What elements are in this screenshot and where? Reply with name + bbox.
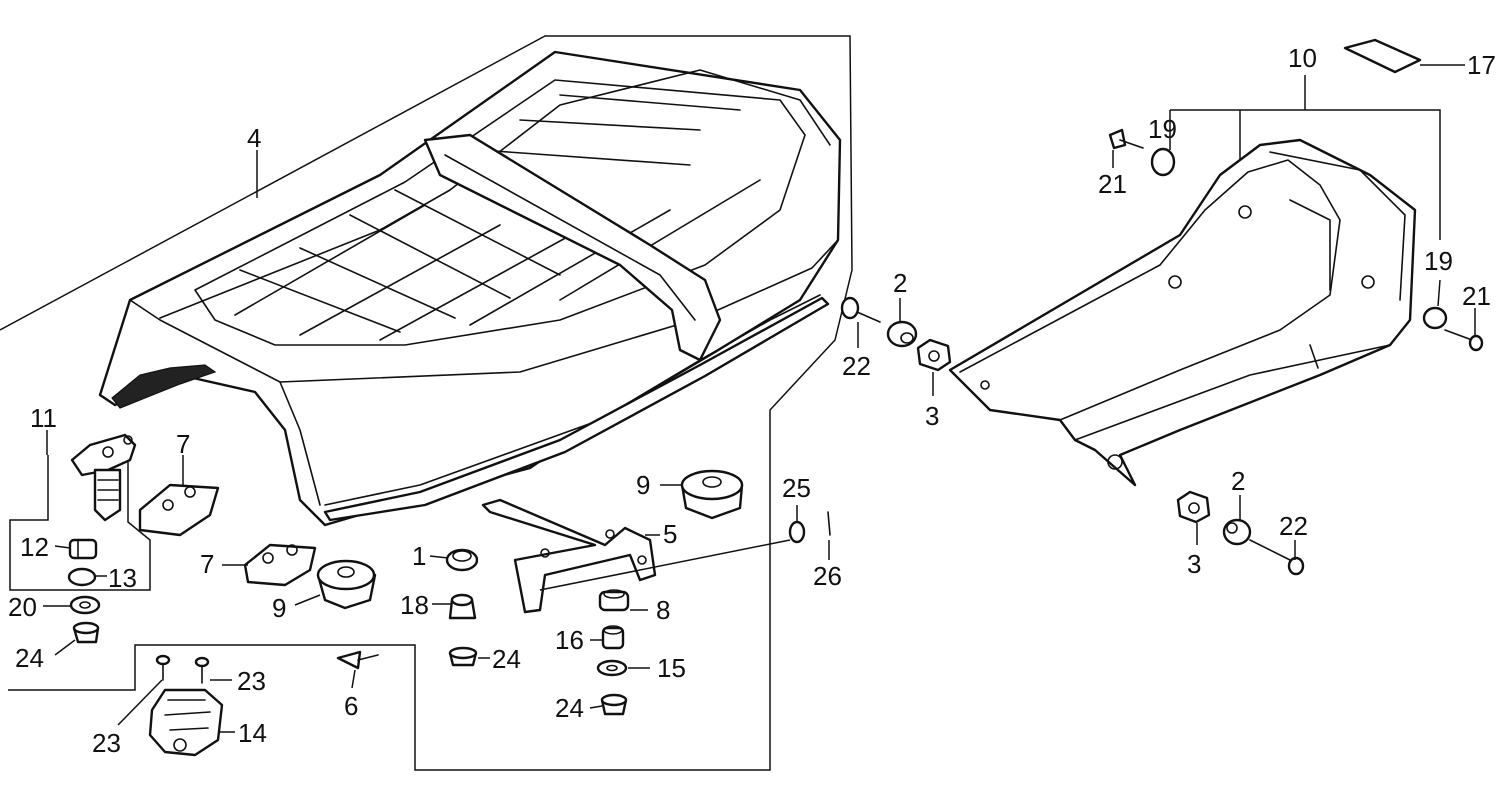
label-5: 5 [663,519,677,549]
part-labels: 4 11 7 7 12 13 20 24 9 1 18 24 9 5 8 16 … [8,43,1496,758]
clip-25[interactable] [788,520,806,544]
seat-lock-14[interactable] [148,688,224,757]
label-3a: 3 [925,401,939,431]
grommet-19-right[interactable] [1422,306,1448,330]
label-24a: 24 [15,643,44,673]
bolt-21-upper[interactable] [1108,128,1144,150]
label-3b: 3 [1187,549,1201,579]
label-26: 26 [813,561,842,591]
collar-16[interactable] [601,625,625,650]
label-22b: 22 [1279,511,1308,541]
label-16: 16 [555,625,584,655]
label-24b: 24 [492,644,521,674]
collar-12[interactable] [68,538,98,560]
nut-3-upper[interactable] [916,338,952,372]
seat-group-frame [0,35,853,771]
collar-2-upper[interactable] [886,320,918,348]
nut-24-right[interactable] [600,693,628,716]
label-20: 20 [8,592,37,622]
label-15: 15 [657,653,686,683]
label-17: 17 [1467,50,1496,80]
collar-2-lower[interactable] [1222,518,1252,546]
grommet-8[interactable] [598,589,630,612]
label-22a: 22 [842,351,871,381]
label-23a: 23 [92,728,121,758]
double-seat[interactable] [98,50,842,527]
bolt-6[interactable] [336,650,379,670]
cushion-7-upper[interactable] [138,483,220,537]
washer-20[interactable] [69,595,101,615]
nut-24-left[interactable] [72,621,100,644]
bolt-22-lower[interactable] [1249,539,1305,576]
bolt-21-right[interactable] [1444,329,1484,352]
rubber-cushion-9-right[interactable] [680,469,744,520]
grommet-19-upper[interactable] [1150,147,1176,177]
label-9a: 9 [272,593,286,623]
label-9b: 9 [636,470,650,500]
screw-23-left[interactable] [155,654,171,681]
label-4: 4 [247,123,261,153]
bushing-13[interactable] [67,567,97,587]
label-2a: 2 [893,268,907,298]
washer-15[interactable] [596,659,628,677]
label-1: 1 [412,541,426,571]
label-14: 14 [238,718,267,748]
label-2b: 2 [1231,466,1245,496]
label-8: 8 [656,595,670,625]
screw-23-right[interactable] [194,656,210,684]
label-13: 13 [108,563,137,593]
label-11: 11 [30,403,57,433]
label-18: 18 [400,590,429,620]
leader-lines [43,64,1476,733]
label-10: 10 [1288,43,1317,73]
pin-26[interactable] [827,511,831,536]
nut-3-lower[interactable] [1176,490,1211,524]
rubber-cushion-9-left[interactable] [316,559,377,610]
bolt-22-upper[interactable] [840,296,881,323]
label-21b: 21 [1462,281,1491,311]
grommet-1[interactable] [445,548,479,572]
label-7a: 7 [176,429,190,459]
label-25: 25 [782,473,811,503]
label-21a: 21 [1098,169,1127,199]
label-12: 12 [20,532,49,562]
caution-label-17[interactable] [1343,38,1422,74]
label-19a: 19 [1148,114,1177,144]
label-19b: 19 [1424,246,1453,276]
seat-hinge[interactable] [70,433,137,522]
rear-cowl-10[interactable] [948,138,1417,487]
label-6: 6 [344,691,358,721]
lock-bracket-5[interactable] [481,498,657,614]
collar-18[interactable] [448,593,477,620]
cushion-7-lower[interactable] [243,543,317,587]
label-23b: 23 [237,666,266,696]
label-7b: 7 [200,549,214,579]
label-24c: 24 [555,693,584,723]
hinge-group-frame [9,455,151,591]
nut-24-middle[interactable] [448,646,478,667]
